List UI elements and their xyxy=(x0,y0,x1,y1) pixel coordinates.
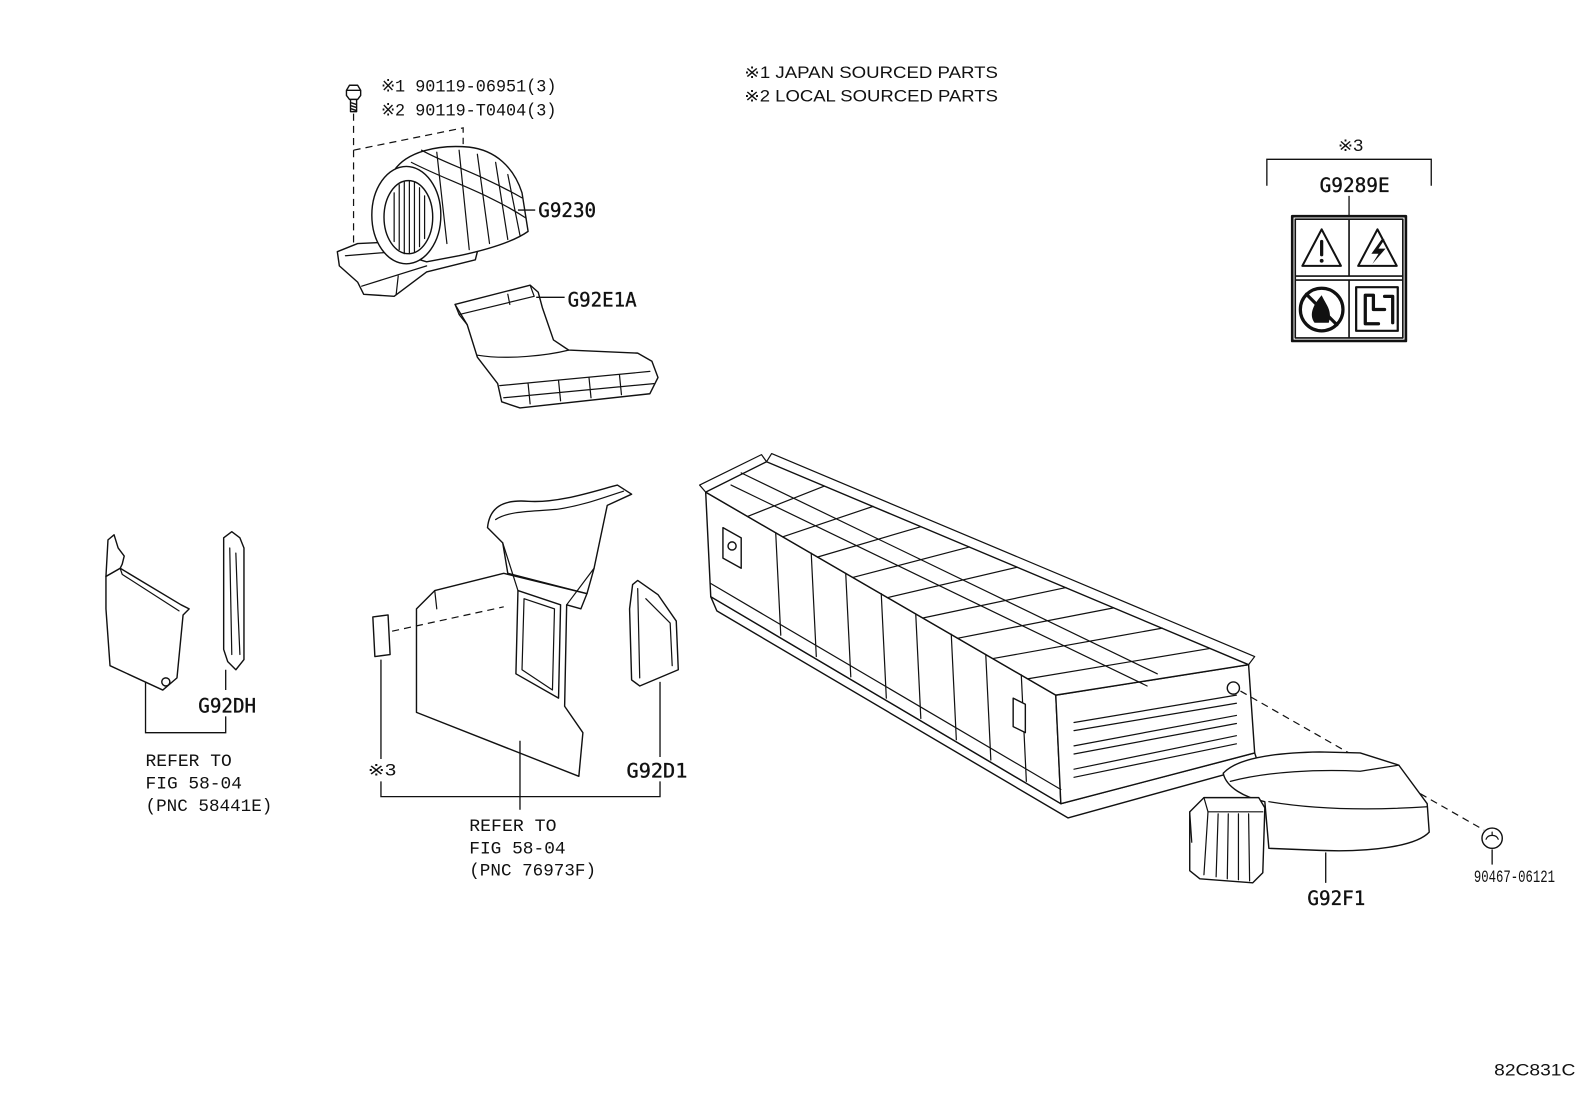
trim-panel-leader xyxy=(380,659,661,810)
panel-g92dh-body xyxy=(105,567,190,691)
service-plug-handle xyxy=(1363,293,1395,326)
hybrid-battery-pack xyxy=(698,452,1260,819)
blower-fan-blades xyxy=(393,180,426,255)
duct-body xyxy=(454,284,659,409)
high-voltage-icon xyxy=(1357,228,1398,267)
side-panel-callout[interactable]: G92DH xyxy=(198,694,256,717)
side-panel-refer-to: REFER TO xyxy=(146,753,232,772)
blower-housing-ribs xyxy=(410,149,527,251)
warning-exclamation-dot xyxy=(1319,258,1324,263)
battery-cover-contour xyxy=(1229,764,1428,810)
cover-g92d1-detail xyxy=(637,587,673,679)
panel-g92dh-side-strip xyxy=(222,531,245,671)
note-japan-sourced: ※1 JAPAN SOURCED PARTS xyxy=(744,64,998,82)
side-panel-leader xyxy=(144,669,227,734)
panel-g92dh-edge xyxy=(119,567,180,612)
battery-top-ribs xyxy=(746,485,1211,680)
panel-g92dh-hole xyxy=(161,677,171,687)
warning-triangle xyxy=(1301,228,1342,267)
trim-panel-opening xyxy=(515,589,562,699)
air-duct-g92e1a xyxy=(454,284,659,409)
high-voltage-triangle xyxy=(1357,228,1398,267)
clip-part-number[interactable]: 90467-06121 xyxy=(1474,869,1555,888)
trim-panel-assembly xyxy=(372,484,679,778)
caution-label-callout[interactable]: G9289E xyxy=(1319,174,1390,197)
trim-label-guide-line xyxy=(391,606,504,632)
battery-cover-callout[interactable]: G92F1 xyxy=(1307,887,1365,910)
trim-panel-wheelhouse-edge xyxy=(495,490,625,521)
lightning-bolt xyxy=(1371,239,1386,264)
blower-callout[interactable]: G9230 xyxy=(538,199,596,222)
side-panel-fig[interactable]: FIG 58-04 xyxy=(146,775,242,794)
caution-label-grid xyxy=(1294,218,1404,339)
duct-mouth xyxy=(454,284,535,326)
battery-cover-g92f1 xyxy=(1189,751,1430,884)
prohibition-icon xyxy=(1298,286,1345,333)
bolt-local-part-number[interactable]: ※2 90119-T0404(3) xyxy=(381,103,557,122)
side-panel-g92dh xyxy=(105,531,245,691)
side-panel-pnc: (PNC 58441E) xyxy=(146,798,273,817)
battery-end-slots xyxy=(1073,694,1238,778)
trim-panel-pnc: (PNC 76973F) xyxy=(469,863,596,882)
blower-fan-g9230 xyxy=(336,145,529,298)
trim-label-square xyxy=(372,614,391,658)
trim-panel-fig[interactable]: FIG 58-04 xyxy=(469,840,565,859)
trim-label-marker: ※3 xyxy=(368,761,396,779)
panel-g92dh-top-flange xyxy=(105,534,125,578)
note-local-sourced: ※2 LOCAL SOURCED PARTS xyxy=(744,87,998,105)
battery-bracket-hole xyxy=(727,541,737,551)
battery-top-rails xyxy=(698,452,1256,687)
caution-label-bracket xyxy=(1266,158,1432,217)
duct-callout[interactable]: G92E1A xyxy=(567,288,637,311)
figure-code: 82C831C xyxy=(1494,1062,1576,1080)
clip-detail xyxy=(1485,831,1499,840)
cover-callout[interactable]: G92D1 xyxy=(626,759,688,782)
bolt-90119 xyxy=(345,84,362,113)
service-plug-icon xyxy=(1355,286,1399,332)
bolt-head xyxy=(345,84,362,101)
clip-90467 xyxy=(1481,827,1503,850)
service-plug-outline xyxy=(1355,286,1399,332)
prohibition-ring xyxy=(1298,286,1345,333)
clip-head xyxy=(1481,827,1503,850)
battery-side-connector xyxy=(1012,697,1027,734)
caution-label-g9289e xyxy=(1290,214,1408,343)
bolt-shank xyxy=(349,98,358,113)
cover-g92d1 xyxy=(628,579,679,687)
blower-intake-opening xyxy=(383,179,434,255)
warning-icon xyxy=(1301,228,1342,267)
bolt-japan-part-number[interactable]: ※1 90119-06951(3) xyxy=(381,78,557,97)
prohibition-slash xyxy=(1304,292,1339,327)
battery-cover-filter-ribs xyxy=(1189,797,1264,882)
caution-label-marker: ※3 xyxy=(1338,137,1363,155)
panel-g92dh-strip-detail xyxy=(229,547,241,656)
battery-terminal-stud xyxy=(1226,681,1241,695)
trim-panel-opening-inner xyxy=(434,542,595,691)
duct-grille xyxy=(476,349,655,405)
trim-panel-refer-to: REFER TO xyxy=(469,818,556,837)
trim-panel-body xyxy=(415,572,588,778)
